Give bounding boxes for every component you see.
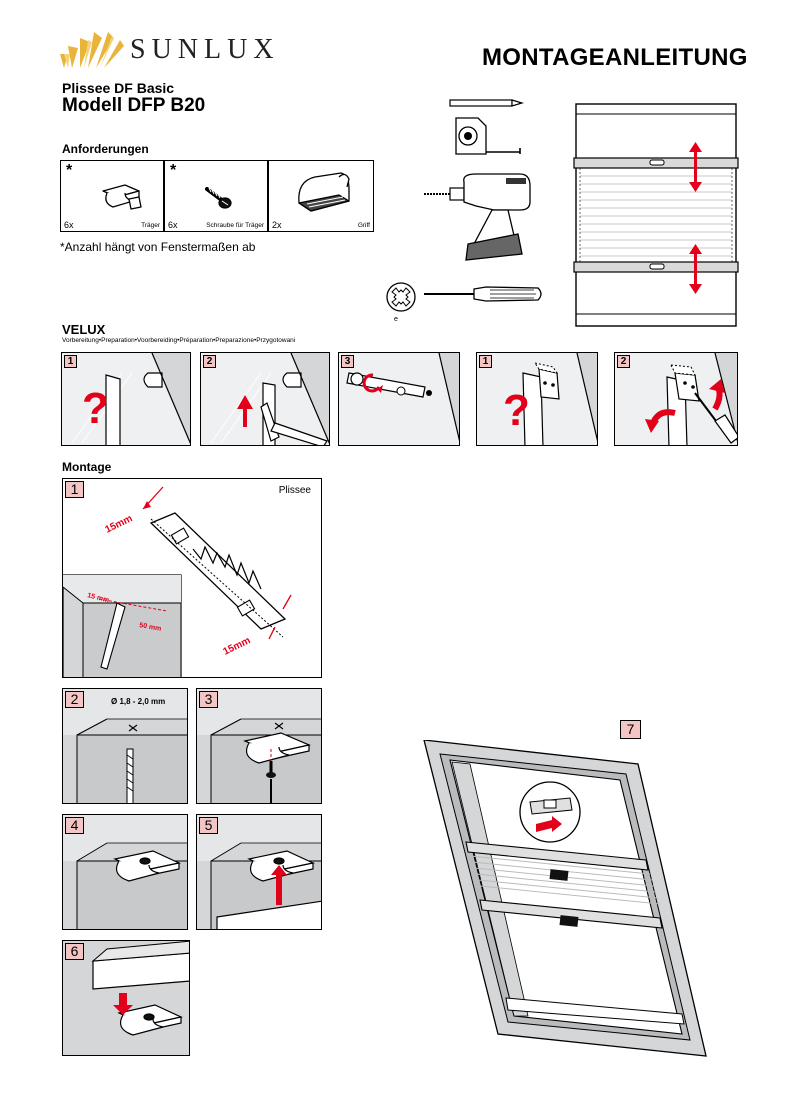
step-badge: 1: [65, 481, 84, 498]
montage-step-7: [423, 740, 707, 1057]
question-mark-icon: ?: [82, 384, 109, 433]
bracket-icon: [243, 732, 311, 764]
dimension-label: 15mm: [221, 635, 252, 658]
velux-panel-3: 3: [338, 352, 460, 446]
velux-panel-4: ? 1: [476, 352, 598, 446]
requirement-bracket: * 6x Träger: [60, 160, 164, 232]
pleats: [580, 175, 732, 257]
step-label: Plissee: [278, 485, 311, 496]
step-badge: 2: [65, 691, 84, 708]
velux-panel-2: 2: [200, 352, 330, 446]
brand-logo: SUNLUX: [58, 24, 318, 72]
requirement-screw: * 6x Schraube für Träger: [164, 160, 268, 232]
requirement-label: Träger: [141, 222, 160, 229]
mark-cross-icon: [128, 724, 138, 732]
screwdriver-icon: [694, 392, 737, 444]
screw-icon: [266, 761, 276, 778]
montage-step-4: 4: [62, 814, 188, 930]
brand-name: SUNLUX: [130, 34, 280, 65]
document-title: MONTAGEANLEITUNG: [482, 44, 748, 71]
tools-illustration: [424, 99, 542, 302]
sun-rays-icon: [60, 32, 124, 68]
step-badge: 7: [620, 720, 641, 739]
montage-step-6: 6: [62, 940, 190, 1056]
bracket-icon: [170, 527, 190, 545]
step-badge: 3: [199, 691, 218, 708]
requirement-handle: 2x Griff: [268, 160, 374, 232]
step-badge: 3: [341, 355, 354, 368]
requirement-label: Griff: [357, 222, 370, 229]
product-line: Plissee DF Basic: [62, 80, 175, 96]
requirement-qty: 6x: [168, 220, 178, 230]
pencil-icon: [100, 602, 126, 670]
rail-handle-icon: [649, 263, 665, 270]
requirements-note: *Anzahl hängt von Fenstermaßen ab: [60, 240, 256, 254]
plissee-front-view: [573, 103, 739, 327]
bracket-icon: [236, 599, 256, 617]
screw-icon: [205, 187, 232, 209]
montage-heading: Montage: [62, 460, 112, 474]
velux-title: VELUX: [62, 322, 106, 337]
down-arrow-icon: [113, 993, 133, 1015]
drill-icon: [424, 173, 531, 261]
drill-size-label: Ø 1,8 - 2,0 mm: [111, 697, 166, 706]
step-badge: 1: [479, 355, 492, 368]
right-arrow-icon: [536, 816, 562, 832]
rotate-arrow-icon: [362, 373, 381, 393]
handle-icon: [549, 869, 569, 881]
velux-panel-1: ? 1: [61, 352, 191, 446]
bracket-icon: [117, 1004, 183, 1036]
up-arrow-icon: [271, 865, 287, 905]
step-badge: 2: [203, 355, 216, 368]
tape-measure-icon: [455, 117, 521, 155]
step-badge: 1: [64, 355, 77, 368]
bracket-icon: [113, 850, 181, 882]
montage-step-5: 5: [196, 814, 322, 930]
bracket-icon: [102, 184, 142, 210]
requirements-heading: Anforderungen: [62, 142, 149, 156]
plissee-rail: [216, 900, 321, 929]
montage-step-3: 3: [196, 688, 322, 804]
montage-step-2: 2 Ø 1,8 - 2,0 mm: [62, 688, 188, 804]
bit-label: e: [394, 316, 398, 323]
pencil-icon: [449, 99, 525, 107]
starred-marker: *: [66, 162, 73, 179]
step-badge: 5: [199, 817, 218, 834]
starred-marker: *: [170, 162, 177, 179]
velux-panel-5: 2: [614, 352, 738, 446]
updown-arrow-icon: [689, 142, 702, 294]
velux-languages: Vorbereitung•Preparation•Voorbereiding•P…: [62, 337, 296, 344]
hammer-icon: [260, 402, 328, 445]
requirement-label: Schraube für Träger: [206, 222, 264, 229]
up-arrow-icon: [237, 395, 253, 427]
requirement-qty: 2x: [272, 220, 282, 230]
question-mark-icon: ?: [503, 386, 530, 435]
step-badge: 4: [65, 817, 84, 834]
step-badge: 2: [617, 355, 630, 368]
step-badge: 6: [65, 943, 84, 960]
rail-handle-icon: [649, 159, 665, 166]
handle-icon: [559, 915, 579, 927]
dimension-label: 15mm: [103, 513, 134, 536]
requirement-qty: 6x: [64, 220, 74, 230]
phillips-head-icon: [386, 282, 416, 312]
drill-bit-icon: [126, 748, 134, 803]
montage-step-1: 1 Plissee 15mm 15mm 15 mm 50 mm: [62, 478, 322, 678]
handle-icon: [298, 172, 350, 212]
inset-dimension-label: 50 mm: [139, 622, 162, 633]
screwdriver-icon: [424, 286, 542, 302]
model-name: Modell DFP B20: [62, 95, 206, 116]
